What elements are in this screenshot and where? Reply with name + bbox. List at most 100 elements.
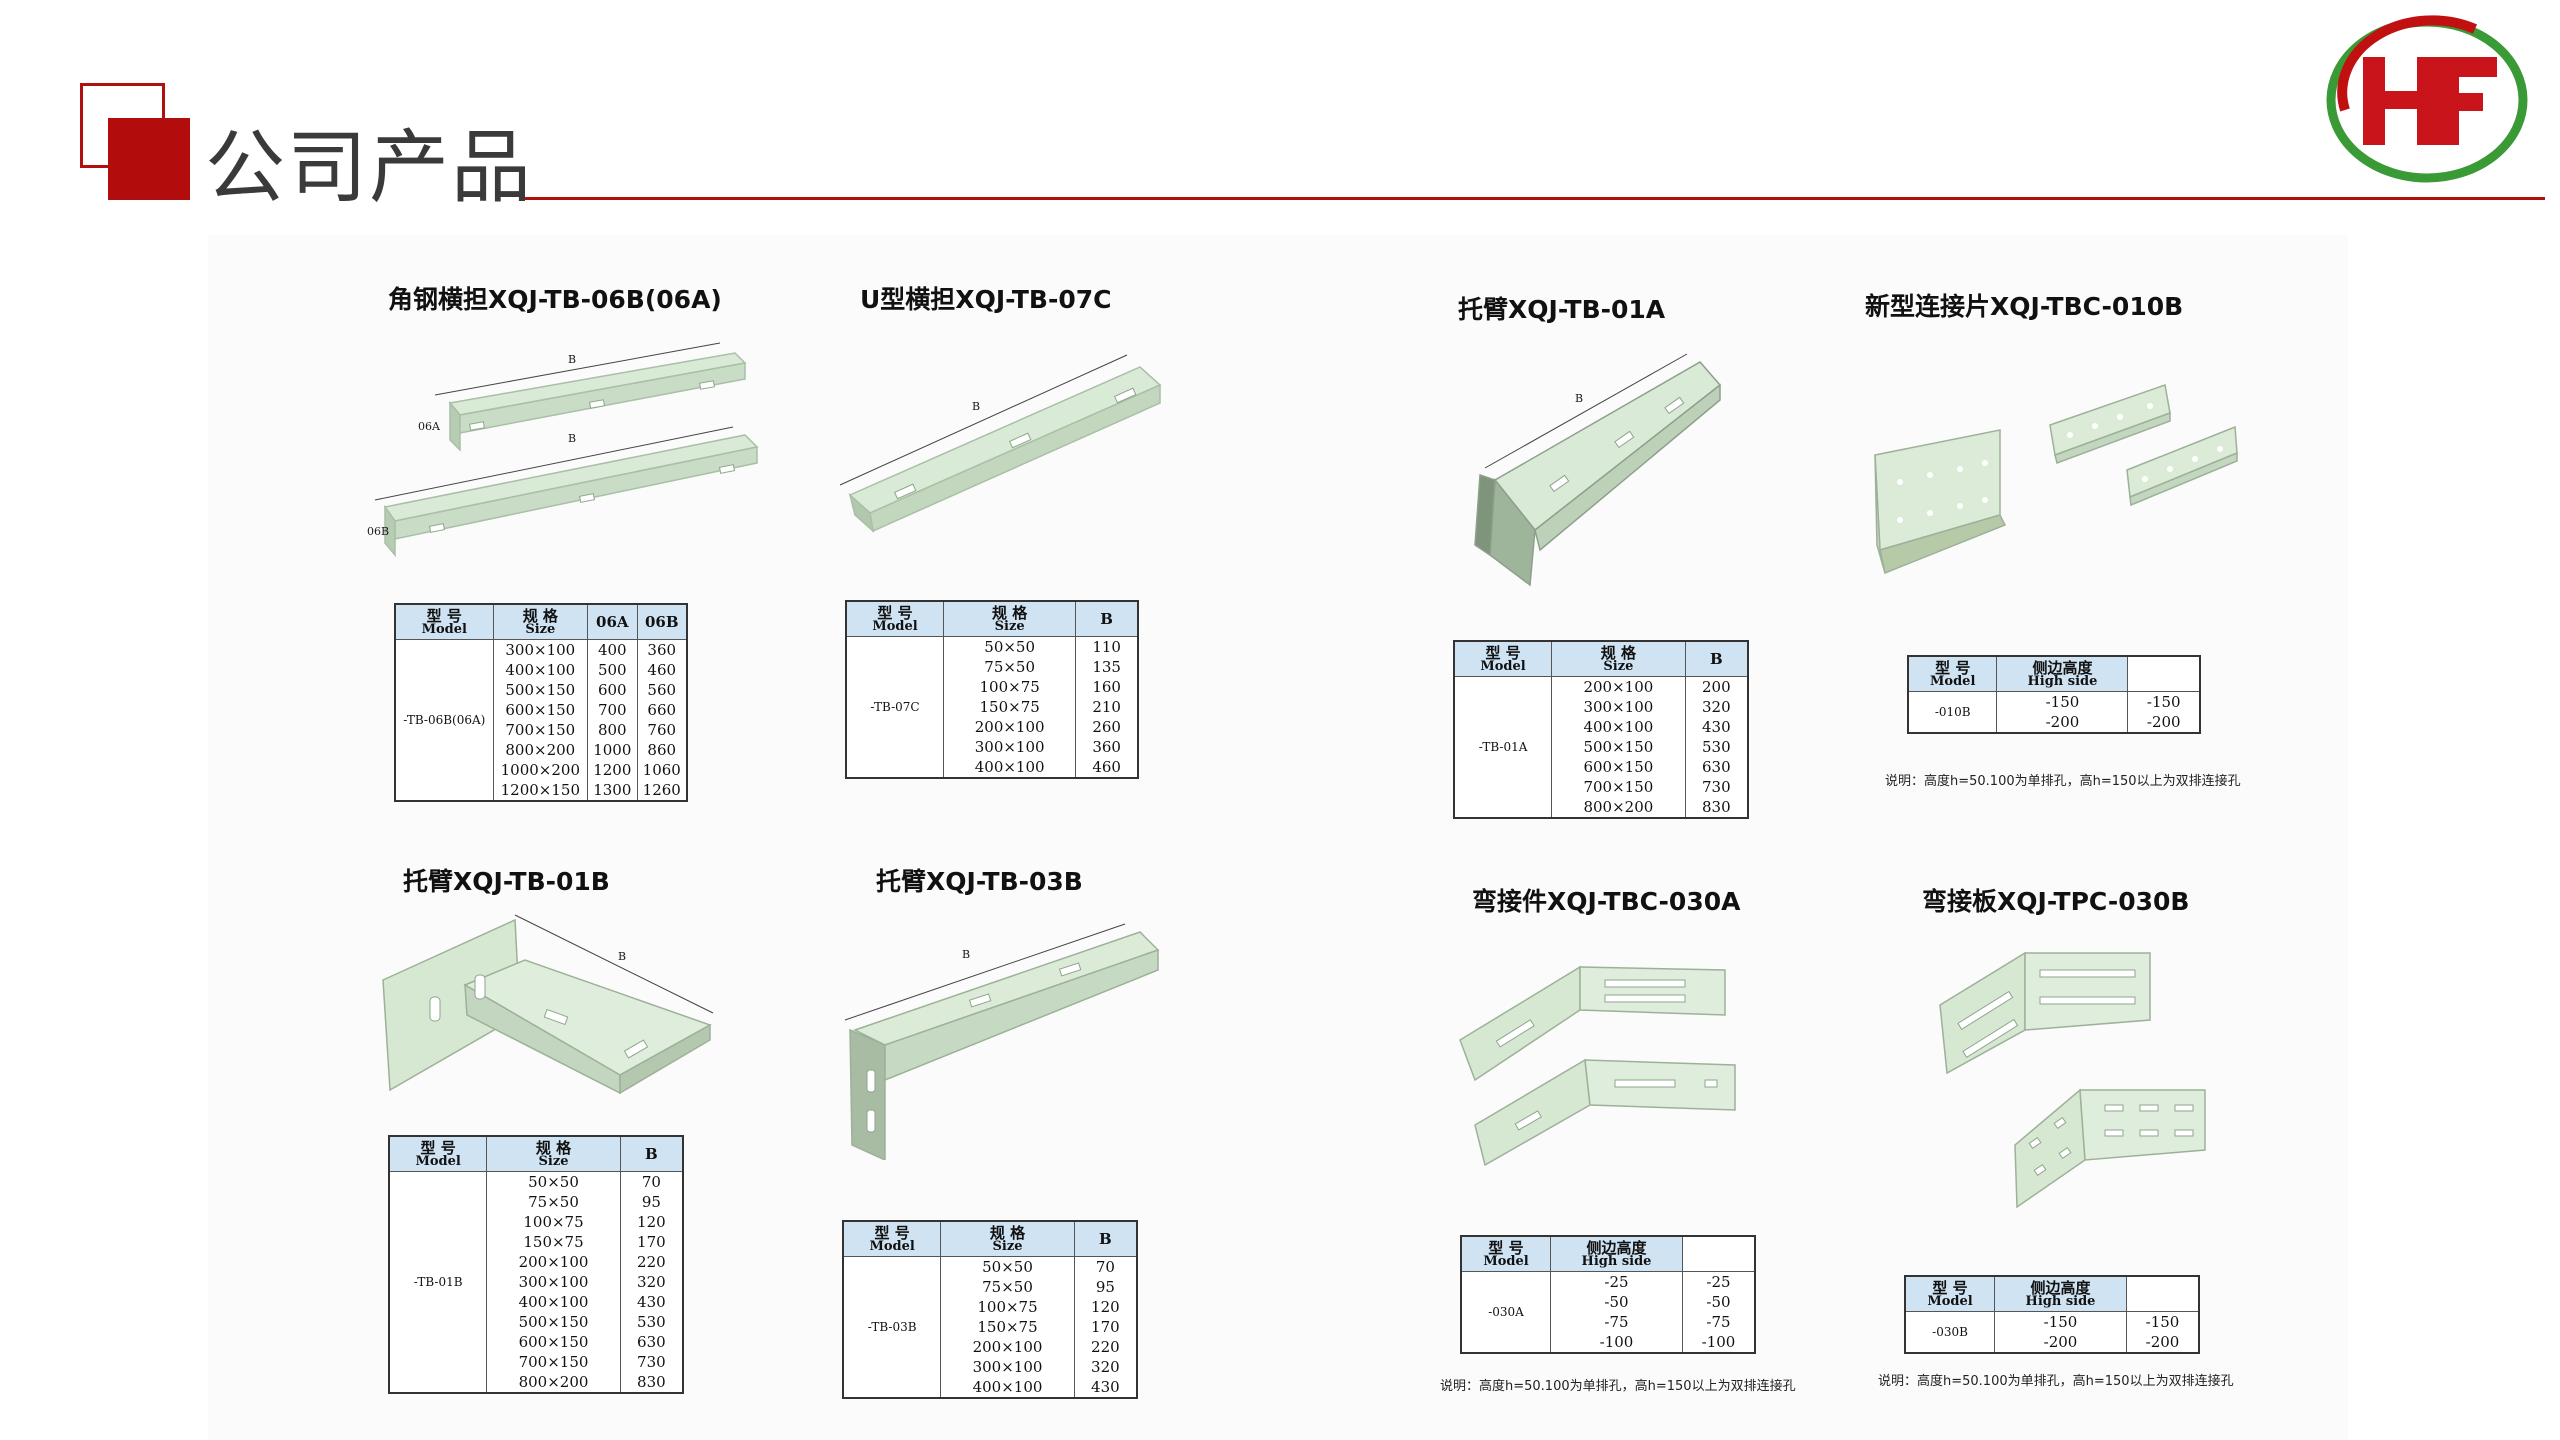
table-header-cell: B xyxy=(1684,640,1749,677)
table-cell: 400 xyxy=(587,639,638,660)
table-cell: 170 xyxy=(1073,1317,1138,1337)
table-header-cell: B xyxy=(619,1135,684,1172)
table-cell: 530 xyxy=(1684,737,1749,757)
table-cell: 1200×150 xyxy=(492,780,589,801)
table-cell: 460 xyxy=(636,660,688,680)
table-cell: 860 xyxy=(636,740,688,760)
table-cell: 300×100 xyxy=(943,737,1077,757)
header-cn: 型 号 xyxy=(1935,658,1971,677)
table-cell: 100×75 xyxy=(943,677,1077,697)
table-cell: -200 xyxy=(1996,712,2129,733)
table-cell: 430 xyxy=(619,1292,684,1312)
table-cell: 360 xyxy=(636,639,688,660)
table-cell: 120 xyxy=(1073,1297,1138,1317)
table-cell: 300×100 xyxy=(1551,697,1686,717)
table-cell: 1260 xyxy=(636,780,688,801)
table-cell: 300×100 xyxy=(940,1357,1075,1377)
table-cell: 50×50 xyxy=(486,1171,621,1192)
table-cell: 830 xyxy=(619,1372,684,1393)
page-title: 公司产品 xyxy=(205,121,533,214)
header-en: Model xyxy=(1483,1253,1529,1269)
table-cell: 170 xyxy=(619,1232,684,1252)
table-cell: -75 xyxy=(1550,1312,1683,1332)
table-cell: 150×75 xyxy=(940,1317,1075,1337)
table-cell: 300×100 xyxy=(486,1272,621,1292)
product-title: 新型连接片XQJ-TBC-010B xyxy=(1865,292,2184,321)
model-cell: -030A xyxy=(1460,1271,1552,1353)
product-image-connector-plate xyxy=(1865,375,2245,585)
table-cell: -150 xyxy=(2125,1311,2200,1332)
header-decor-square xyxy=(108,118,190,200)
table-cell: 800×200 xyxy=(486,1372,621,1393)
table-cell: 300×100 xyxy=(492,639,589,660)
header-en: Model xyxy=(415,1153,461,1169)
table-header-cell: 06B xyxy=(636,603,688,640)
variant-label-06a: 06A xyxy=(418,420,440,433)
table-cell: 730 xyxy=(619,1352,684,1372)
table-cell: 800 xyxy=(587,720,638,740)
dim-label: B xyxy=(568,353,577,366)
table-cell: 500×150 xyxy=(1551,737,1686,757)
table-cell: -200 xyxy=(2127,712,2201,733)
variant-label-06b: 06B xyxy=(367,525,390,538)
header-en: Model xyxy=(869,1238,915,1254)
table-cell: 210 xyxy=(1075,697,1139,717)
note-text: 说明：高度h=50.100为单排孔，高h=150以上为双排连接孔 xyxy=(1878,1374,2234,1389)
model-cell: -TB-03B xyxy=(842,1256,942,1398)
table-cell: -75 xyxy=(1681,1312,1756,1332)
table-cell: 700 xyxy=(587,700,638,720)
table-cell: -50 xyxy=(1550,1292,1683,1312)
header-en: Size xyxy=(1603,658,1634,674)
table-cell: 460 xyxy=(1075,757,1139,778)
header-cn: 型 号 xyxy=(1932,1278,1968,1297)
table-cell: 120 xyxy=(619,1212,684,1232)
header-cn: 06B xyxy=(644,613,679,631)
header-cn: 型 号 xyxy=(1485,643,1521,662)
table-cell: 1060 xyxy=(636,760,688,780)
product-title: U型横担XQJ-TB-07C xyxy=(860,285,1112,314)
table-cell: 830 xyxy=(1684,797,1749,818)
table-cell: 800×200 xyxy=(1551,797,1686,818)
table-cell: 600×150 xyxy=(486,1332,621,1352)
table-cell: 75×50 xyxy=(940,1277,1075,1297)
table-cell: 200×100 xyxy=(486,1252,621,1272)
table-cell: 400×100 xyxy=(492,660,589,680)
header-cn: 侧边高度 xyxy=(2030,1278,2091,1297)
header-en: Model xyxy=(1480,658,1526,674)
header-cn: 型 号 xyxy=(1488,1238,1524,1257)
table-cell: 200×100 xyxy=(940,1337,1075,1357)
table-cell: 500 xyxy=(587,660,638,680)
table-cell: 110 xyxy=(1075,636,1139,657)
header-cn: B xyxy=(1099,1230,1112,1248)
header-cn: 型 号 xyxy=(877,603,913,622)
header-cn: B xyxy=(1709,650,1723,668)
table-cell: 430 xyxy=(1073,1377,1138,1398)
table-cell: 660 xyxy=(636,700,688,720)
header-en: Model xyxy=(1927,1293,1973,1309)
product-title: 托臂XQJ-TB-01A xyxy=(1458,295,1666,324)
header-divider xyxy=(525,197,2545,200)
table-cell: 400×100 xyxy=(943,757,1077,778)
product-title: 弯接件XQJ-TBC-030A xyxy=(1472,887,1741,916)
table-cell: 70 xyxy=(1073,1256,1138,1277)
